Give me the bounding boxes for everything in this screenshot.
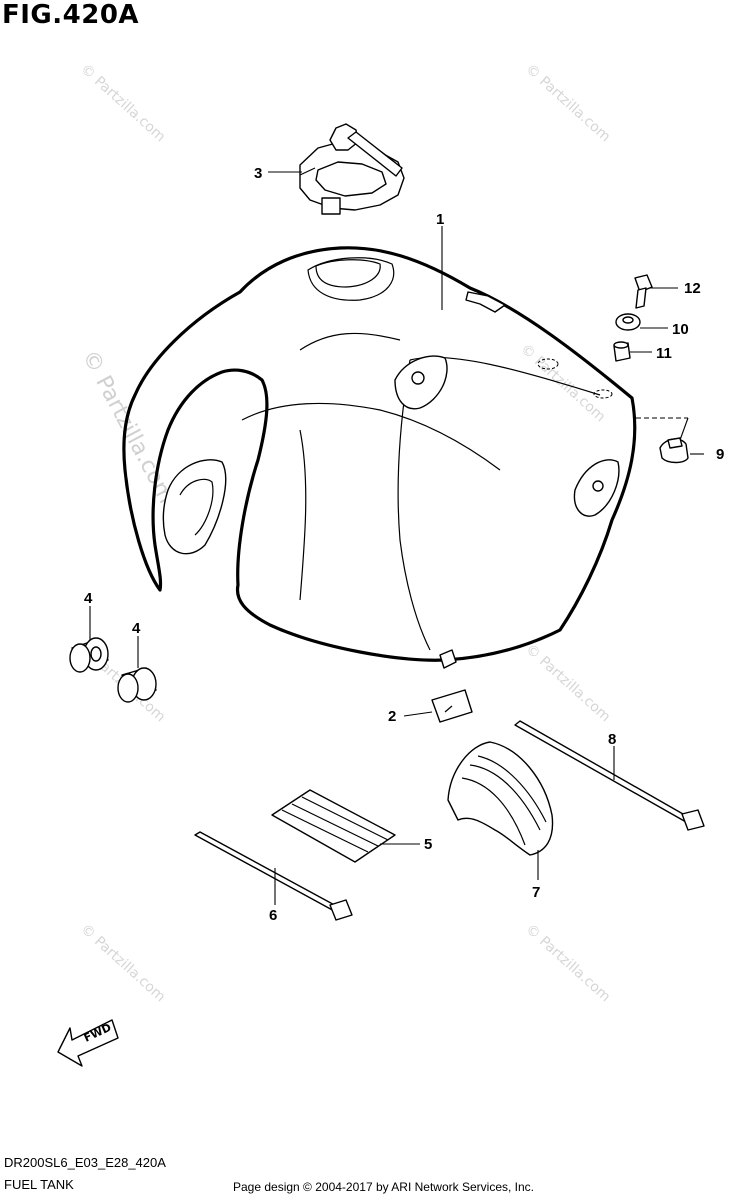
- leader-lines: [89, 171, 704, 905]
- bolt: [634, 274, 653, 309]
- cable-tie-8: [514, 720, 705, 831]
- callout-11: 11: [656, 345, 672, 362]
- callout-10: 10: [672, 321, 689, 338]
- watermark-1: © Partzilla.com: [77, 61, 168, 145]
- callout-4a: 4: [84, 590, 93, 607]
- cover: [447, 741, 554, 856]
- clip: [431, 689, 473, 723]
- spacer: [613, 341, 631, 362]
- callout-8: 8: [608, 731, 616, 748]
- callout-6: 6: [269, 907, 277, 924]
- cushion-a: [69, 637, 109, 673]
- callout-7: 7: [532, 884, 540, 901]
- pad: [271, 789, 396, 863]
- watermark-5: © Partzilla.com: [522, 641, 613, 725]
- fuel-cap: [299, 123, 405, 215]
- watermark-2: © Partzilla.com: [522, 61, 613, 145]
- callout-3: 3: [254, 165, 262, 182]
- callout-1: 1: [436, 211, 444, 228]
- watermark-7: © Partzilla.com: [522, 921, 613, 1005]
- callout-12: 12: [684, 280, 701, 297]
- washer: [615, 313, 641, 331]
- cushion-b: [117, 667, 157, 703]
- callout-numbers: 1 2 3 4 4 5 6 7 8 9 10 11 12: [84, 165, 724, 924]
- model-code: DR200SL6_E03_E28_420A: [4, 1155, 166, 1170]
- watermark-6: © Partzilla.com: [77, 921, 168, 1005]
- grommet: [659, 437, 689, 464]
- callout-4b: 4: [132, 620, 141, 637]
- figure-title: FIG.420A: [2, 0, 140, 30]
- callout-5: 5: [424, 836, 432, 853]
- section-name: FUEL TANK: [4, 1177, 74, 1192]
- cable-tie-6: [194, 831, 353, 921]
- page-credit: Page design © 2004-2017 by ARI Network S…: [233, 1180, 535, 1194]
- fuel-tank: [122, 246, 637, 669]
- fwd-arrow-icon: FWD: [57, 1019, 119, 1067]
- callout-9: 9: [716, 446, 724, 463]
- callout-2: 2: [388, 708, 396, 725]
